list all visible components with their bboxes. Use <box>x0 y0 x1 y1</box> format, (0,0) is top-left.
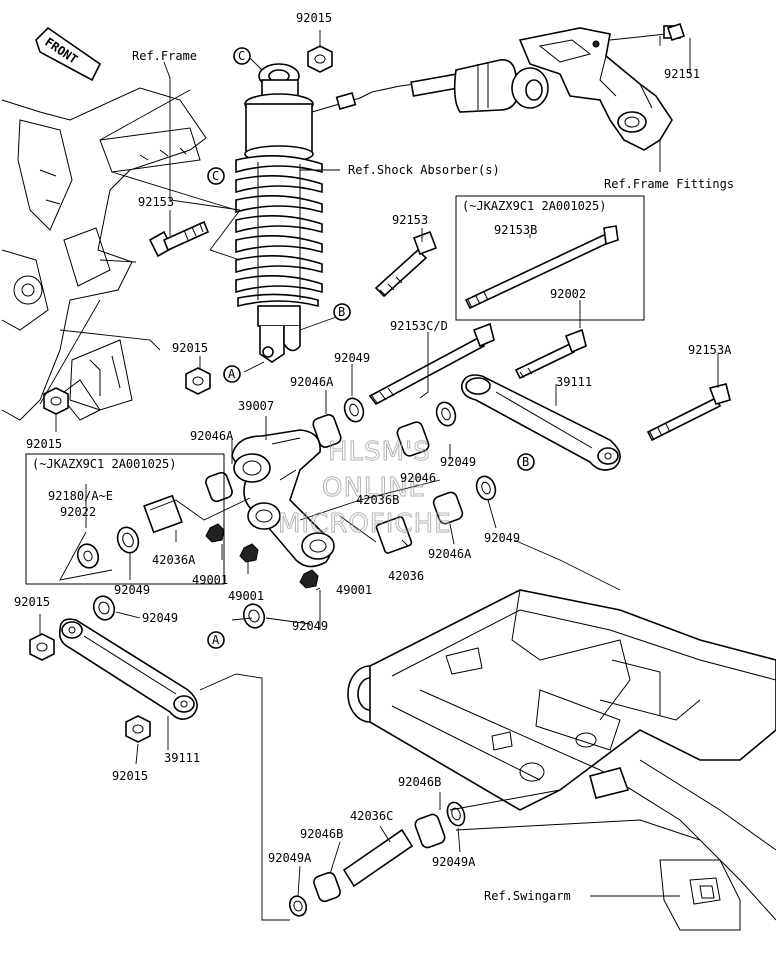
part-number: 39111 <box>164 751 200 765</box>
part-number: 92049 <box>440 455 476 469</box>
callout-a-link: A <box>207 631 225 649</box>
nut-92015-bottom <box>125 715 151 743</box>
bolt-92153A <box>646 383 731 442</box>
part-number: 49001 <box>336 583 372 597</box>
ref-frame-fittings-label: Ref.Frame Fittings <box>604 177 734 191</box>
part-number: 92046B <box>398 775 441 789</box>
rocker-arm-39007 <box>231 429 335 568</box>
ref-frame-label: Ref.Frame <box>132 49 197 63</box>
part-number: 92049 <box>142 611 178 625</box>
bolt-92153-left <box>148 220 210 258</box>
part-number: 92153 <box>392 213 428 227</box>
part-number: 92022 <box>60 505 96 519</box>
part-number: 92046A <box>290 375 334 389</box>
part-number: 92015 <box>112 769 148 783</box>
part-number: 92049 <box>334 351 370 365</box>
part-number: 92049A <box>432 855 476 869</box>
part-number: 49001 <box>228 589 264 603</box>
part-number: 39007 <box>238 399 274 413</box>
part-number: 92015 <box>26 437 62 451</box>
svg-text:B: B <box>522 455 529 469</box>
part-number: 92049A <box>268 851 312 865</box>
nut-92015-frame <box>43 387 69 415</box>
svg-text:C: C <box>212 169 219 183</box>
part-number: 92046 <box>400 471 436 485</box>
part-number: 92046B <box>300 827 343 841</box>
nut-92015-left <box>29 633 55 661</box>
nut-92015-mid <box>185 367 211 395</box>
bolt-92002 <box>514 328 587 380</box>
note-box-right <box>455 195 645 321</box>
part-number: 92049 <box>484 531 520 545</box>
part-number: 42036 <box>388 569 424 583</box>
svg-text:ONLINE: ONLINE <box>322 473 426 503</box>
part-number: 92002 <box>550 287 586 301</box>
callout-c-frame: C <box>207 167 225 185</box>
part-number: 92015 <box>14 595 50 609</box>
callout-b-link: B <box>517 453 535 471</box>
bolt-92151 <box>666 22 686 42</box>
svg-text:A: A <box>212 633 220 647</box>
bolt-92153-center <box>374 230 438 298</box>
needle-bearings <box>92 397 497 917</box>
part-number: 92151 <box>664 67 700 81</box>
callout-b-shock: B <box>333 303 351 321</box>
part-number: 42036C <box>350 809 393 823</box>
svg-text:HLSM'S: HLSM'S <box>328 437 431 467</box>
ref-shock-absorber-label: Ref.Shock Absorber(s) <box>348 163 500 177</box>
bolt-92153B <box>464 225 619 310</box>
leader-lines <box>39 30 719 921</box>
svg-text:MICROFICHE: MICROFICHE <box>278 509 452 539</box>
shock-reservoir <box>410 59 549 113</box>
part-number: 42036B <box>356 493 399 507</box>
part-number: 92180/A~E <box>48 489 113 503</box>
part-number: 92049 <box>292 619 328 633</box>
svg-text:B: B <box>338 305 345 319</box>
callout-a-shock: A <box>223 365 241 383</box>
part-number: 92153A <box>688 343 732 357</box>
grease-nipples <box>205 523 319 589</box>
part-number: 39111 <box>556 375 592 389</box>
part-number: 92046A <box>428 547 472 561</box>
part-number: 92153C/D <box>390 319 448 333</box>
shock-absorber <box>235 63 431 363</box>
tie-rod-39111-upper <box>460 374 621 471</box>
svg-text:A: A <box>228 367 236 381</box>
svg-text:C: C <box>238 49 245 63</box>
part-number: 92046A <box>190 429 234 443</box>
part-number: 92015 <box>296 11 332 25</box>
washer-92022 <box>76 543 100 569</box>
tie-rod-39111-lower <box>58 618 198 720</box>
swingarm <box>347 589 776 931</box>
front-direction-badge: FRONT <box>35 26 102 82</box>
nut-92015-top <box>307 45 333 73</box>
frame-outline <box>1 87 237 421</box>
part-number: 49001 <box>192 573 228 587</box>
callout-c-top: C <box>233 47 251 65</box>
note-box-left <box>25 453 225 585</box>
note-serial-left: (~JKAZX9C1 2A001025) <box>32 457 177 471</box>
part-number: 92153B <box>494 223 537 237</box>
part-number: 92153 <box>138 195 174 209</box>
part-number: 92049 <box>114 583 150 597</box>
bolt-92153CD <box>368 322 495 406</box>
note-serial-right: (~JKAZX9C1 2A001025) <box>462 199 607 213</box>
watermark: HLSM'S ONLINE MICROFICHE <box>278 437 452 540</box>
part-number: 42036A <box>152 553 196 567</box>
ref-swingarm-label: Ref.Swingarm <box>484 889 571 903</box>
part-number: 92015 <box>172 341 208 355</box>
